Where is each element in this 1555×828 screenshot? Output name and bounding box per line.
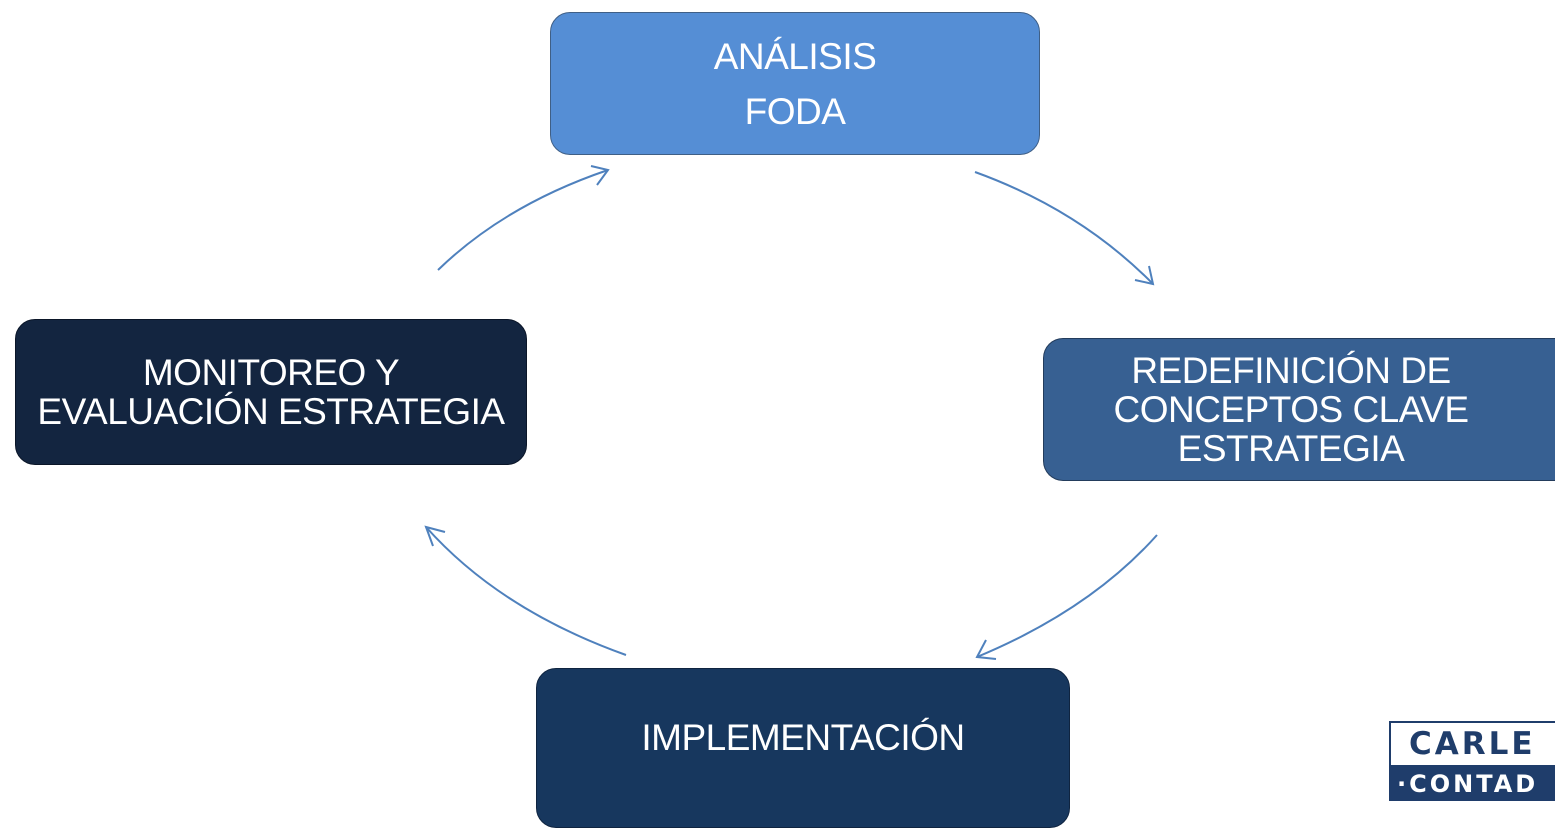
arrow-analisis-to-redefinicion [974,171,1154,285]
node-analisis-foda: ANÁLISIS FODA [550,12,1040,155]
arrow-monitoreo-to-analisis [437,169,609,271]
logo-bottom-text: ·CONTAD [1391,765,1555,799]
node-implementacion: IMPLEMENTACIÓN [536,668,1070,828]
arrowhead-monitoreo-to-analisis [590,165,610,186]
node-monitoreo-line2: EVALUACIÓN ESTRATEGIA [37,391,505,432]
arrowhead-analisis-to-redefinicion [1134,265,1155,286]
node-monitoreo-evaluacion: MONITOREO Y EVALUACIÓN ESTRATEGIA [15,319,527,465]
arrowhead-implementacion-to-monitoreo [424,525,446,547]
node-redefinicion-line2: CONCEPTOS CLAVE [1113,389,1469,430]
node-analisis-line1: ANÁLISIS [713,35,877,77]
logo-top-text: CARLE [1391,723,1555,765]
node-implementacion-line1: IMPLEMENTACIÓN [641,717,965,758]
arrow-implementacion-to-monitoreo [425,526,627,656]
arrowhead-redefinicion-to-implementacion [975,639,997,660]
company-logo: CARLE ·CONTAD [1389,721,1555,801]
node-analisis-line2: FODA [744,90,846,132]
node-redefinicion-conceptos: REDEFINICIÓN DE CONCEPTOS CLAVE ESTRATEG… [1043,338,1555,481]
node-monitoreo-line1: MONITOREO Y [142,352,400,393]
node-redefinicion-line1: REDEFINICIÓN DE [1131,350,1451,391]
node-redefinicion-line3: ESTRATEGIA [1177,428,1405,469]
arrow-redefinicion-to-implementacion [976,534,1158,658]
